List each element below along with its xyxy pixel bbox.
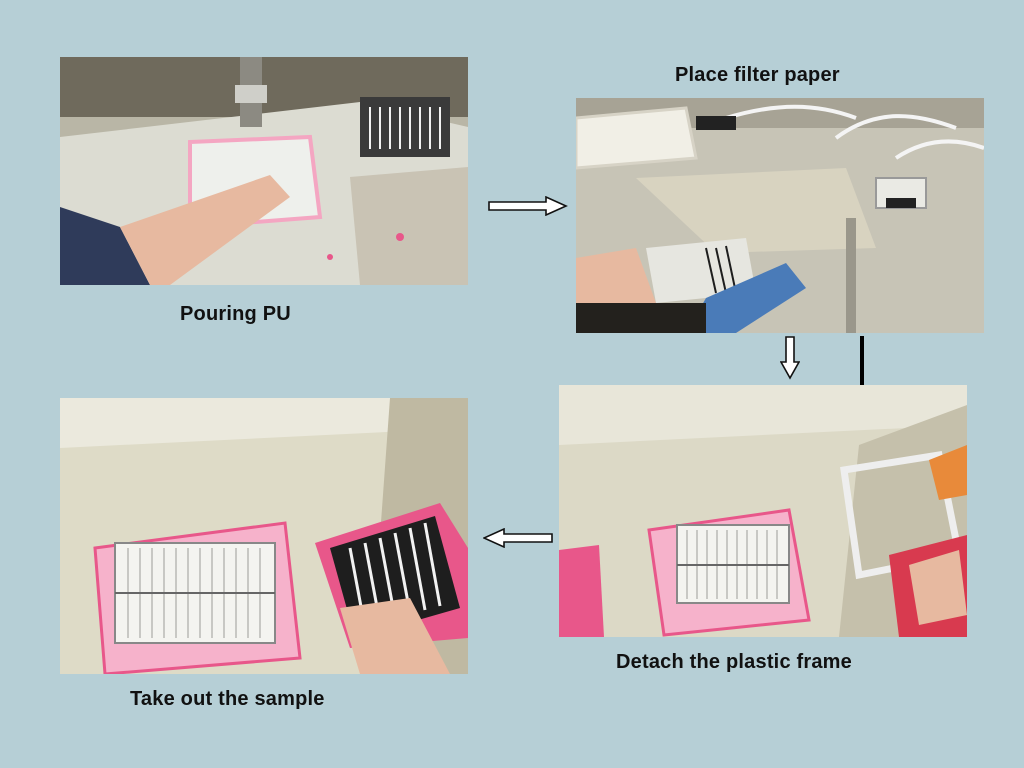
step-label-take-out-sample: Take out the sample xyxy=(130,688,325,710)
step-label-pouring-pu: Pouring PU xyxy=(180,303,291,325)
step-label-place-filter-paper: Place filter paper xyxy=(675,64,840,86)
photo-take-out-sample xyxy=(60,398,468,674)
left-arrow-icon xyxy=(483,528,553,548)
connector-line xyxy=(860,336,864,386)
down-arrow-icon xyxy=(780,336,800,380)
right-arrow-icon xyxy=(488,196,568,216)
photo-pouring-pu xyxy=(60,57,468,285)
photo-place-filter-paper xyxy=(576,98,984,333)
photo-detach-plastic-frame xyxy=(559,385,967,637)
step-label-detach-plastic-frame: Detach the plastic frame xyxy=(616,651,852,673)
